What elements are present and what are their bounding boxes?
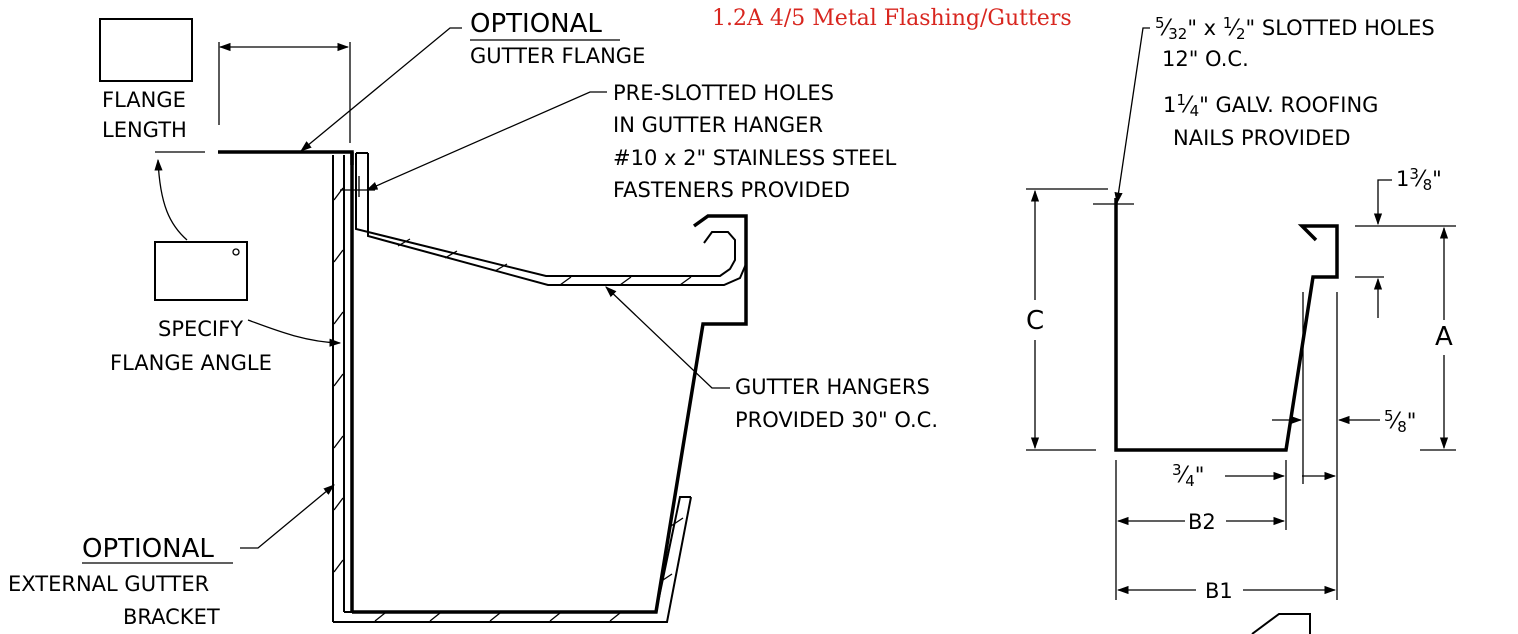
external-bracket-inner — [344, 496, 691, 613]
dim-138-arrow-top — [1373, 179, 1392, 226]
partial-shape — [1251, 613, 1311, 634]
back-wall-hatching — [333, 187, 344, 573]
drawing-title: 1.2A 4/5 Metal Flashing/Gutters — [712, 6, 1072, 31]
flange-angle-leader-up — [154, 158, 188, 241]
flange-length-label-line2: LENGTH — [102, 118, 187, 142]
nails-label: 11⁄4" GALV. ROOFING — [1163, 91, 1378, 120]
dim-b2-label: B2 — [1188, 510, 1216, 534]
gutter-profile — [1114, 198, 1339, 452]
left-gutter-section: FLANGE LENGTH OPTIONAL GUTTER FLANGE — [8, 9, 938, 629]
optional-bracket-leader — [240, 484, 335, 549]
preslotted-line2: IN GUTTER HANGER — [613, 113, 823, 137]
slotted-holes-leader — [1114, 27, 1150, 205]
optional-flange-leader — [300, 27, 462, 152]
gutter-flange — [218, 150, 354, 165]
nails-label-line2: NAILS PROVIDED — [1173, 126, 1351, 150]
preslotted-line4: FASTENERS PROVIDED — [613, 178, 850, 202]
preslotted-line3: #10 x 2" STAINLESS STEEL — [613, 146, 897, 170]
preslotted-leader — [365, 91, 607, 191]
hanger-hatching — [397, 238, 692, 286]
flange-angle-leader-right — [247, 319, 342, 347]
right-gutter-profile: 5⁄32" x 1⁄2" SLOTTED HOLES 12" O.C. 11⁄4… — [1026, 14, 1456, 634]
dim-b1-label: B1 — [1205, 579, 1233, 603]
hangers-label-line2: PROVIDED 30" O.C. — [735, 408, 938, 432]
external-bracket-outer — [333, 496, 692, 623]
optional-flange-title: OPTIONAL — [470, 9, 602, 39]
hangers-label-line1: GUTTER HANGERS — [735, 375, 930, 399]
flange-angle-box — [154, 241, 248, 301]
specify-label-line1: SPECIFY — [158, 317, 243, 341]
slotted-holes-label: 5⁄32" x 1⁄2" SLOTTED HOLES — [1155, 14, 1435, 43]
optional-bracket-line1: EXTERNAL GUTTER — [8, 572, 209, 596]
optional-bracket-title: OPTIONAL — [82, 534, 214, 564]
dim-a-label: A — [1435, 322, 1453, 352]
hanger-strap-top — [355, 153, 736, 277]
dim-138-label: 13⁄8" — [1396, 165, 1442, 194]
hanger-strap-bottom — [367, 153, 747, 286]
gutter-flange-label: GUTTER FLANGE — [470, 44, 645, 68]
dim-c-label: C — [1026, 306, 1044, 336]
flange-length-box — [99, 18, 193, 82]
dim-34-label: 3⁄4" — [1172, 461, 1204, 490]
dim-58-label: 5⁄8" — [1384, 407, 1416, 436]
specify-label-line2: FLANGE ANGLE — [110, 351, 272, 375]
hangers-leader — [605, 286, 730, 389]
flange-length-label-line1: FLANGE — [102, 88, 186, 112]
optional-bracket-line2: BRACKET — [123, 605, 220, 629]
oc-label: 12" O.C. — [1162, 47, 1249, 71]
bracket-hatching — [374, 517, 684, 622]
flange-angle-box-dot — [232, 248, 240, 256]
preslotted-line1: PRE-SLOTTED HOLES — [613, 81, 834, 105]
